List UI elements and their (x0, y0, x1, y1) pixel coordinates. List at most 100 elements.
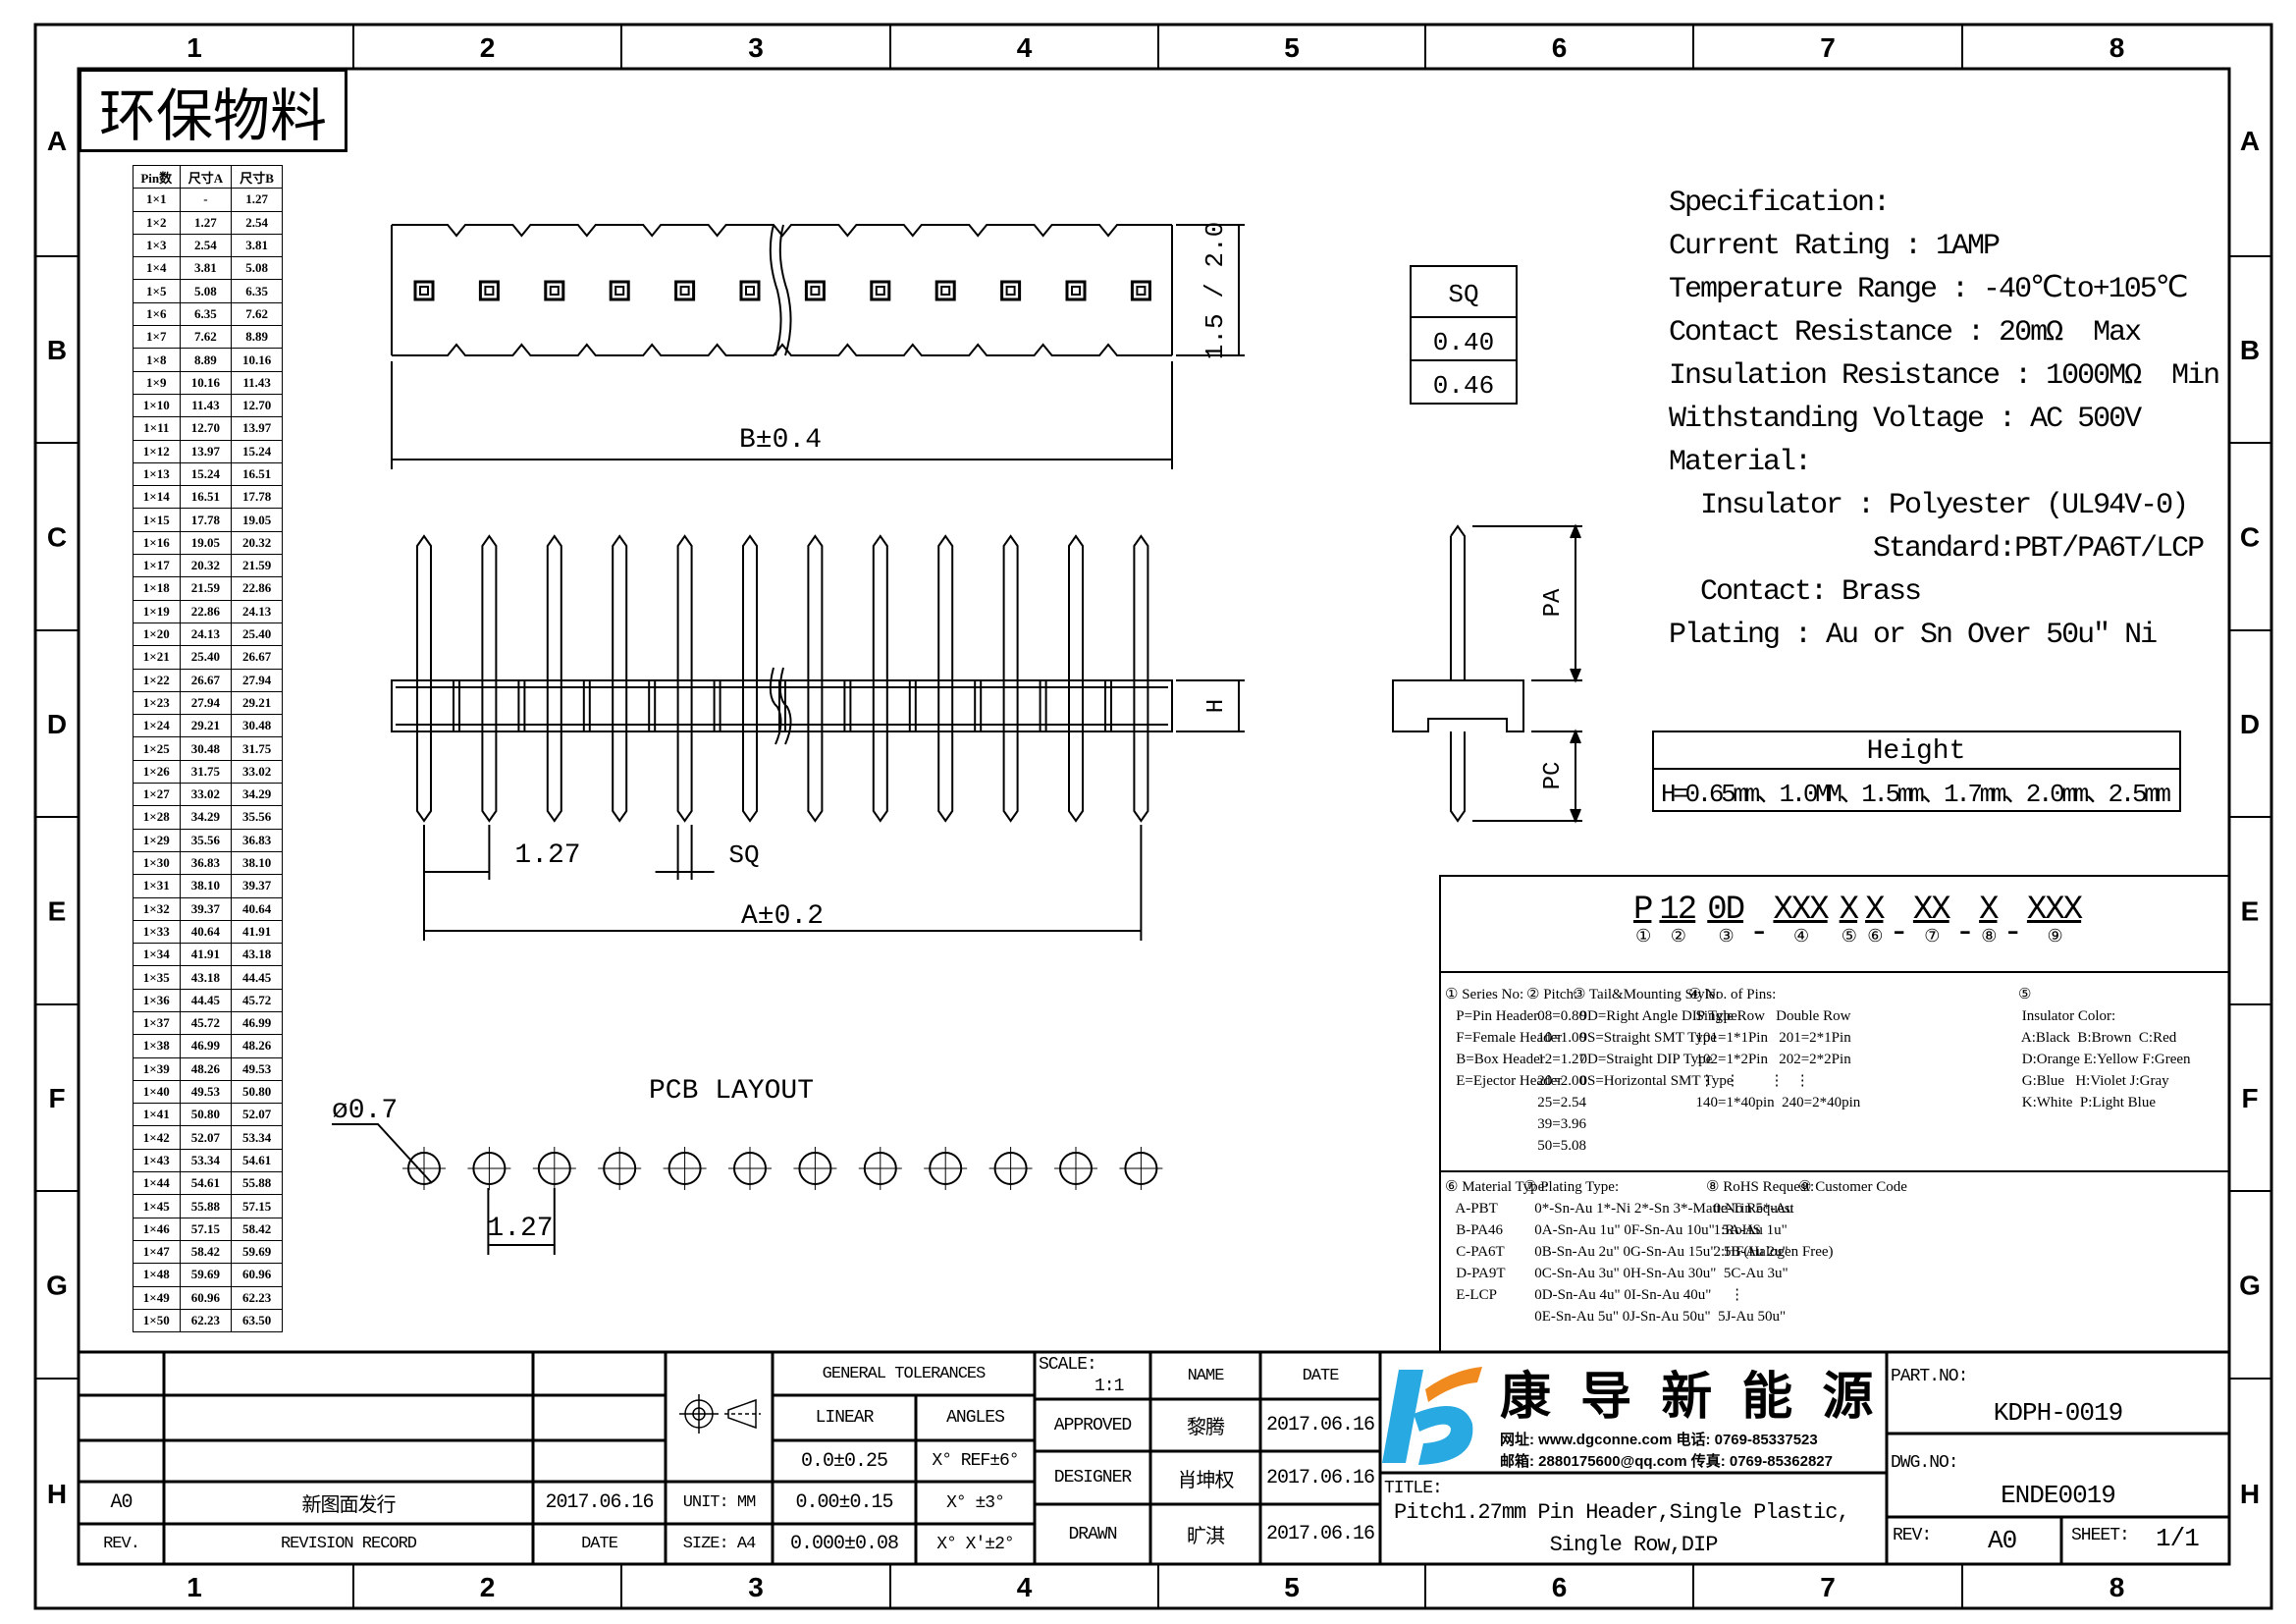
dim-b-cell: 5.08 (231, 256, 283, 281)
approved-label: APPROVED (1053, 1415, 1132, 1435)
pin-count-cell: 1×48 (133, 1263, 181, 1287)
dim-a-cell: 54.61 (179, 1171, 233, 1196)
side-view (1392, 523, 1582, 824)
revision-record-label: REVISION RECORD (280, 1535, 417, 1553)
dim-b-cell: 22.86 (231, 576, 283, 601)
pin-count-cell: 1×38 (133, 1034, 181, 1058)
dim-b-cell: 26.67 (231, 645, 283, 670)
date-label: DATE (1302, 1366, 1340, 1385)
projection-symbol-icon (679, 1394, 761, 1434)
pin-count-cell: 1×47 (133, 1239, 181, 1265)
top-view (391, 224, 1245, 469)
dim-a-cell: 13.97 (179, 439, 233, 463)
company-contact-line1: 网址: www.dgconne.com 电话: 0769-85337523 (1500, 1432, 1818, 1448)
pin (742, 534, 758, 823)
dim-a-cell: 12.70 (179, 416, 233, 441)
angle-tolerance: X° ±3° (946, 1492, 1005, 1513)
pin-count-cell: 1×18 (133, 576, 181, 601)
pin-count-cell: 1×4 (133, 256, 181, 281)
dim-h-label: H (1203, 699, 1230, 713)
pin-count-cell: 1×2 (133, 210, 181, 235)
rohs-legend: ⑧ RoHS Request: 0:No Request 1:RoHS 2:HF… (1706, 1179, 1834, 1260)
dim-b-cell: 52.07 (231, 1103, 283, 1127)
dim-b-cell: 44.45 (231, 965, 283, 990)
drawing-title-line2: Single Row,DIP (1549, 1532, 1719, 1557)
pin-count-cell: 1×45 (133, 1194, 181, 1218)
spec-line: Standard:PBT/PA6T/LCP (1669, 532, 2205, 566)
pin-count-cell: 1×15 (133, 508, 181, 532)
dim-b-cell: 48.26 (231, 1034, 283, 1058)
dim-a-cell: 35.56 (179, 828, 233, 852)
pin-square (413, 280, 435, 301)
grid-row-label: A (47, 126, 67, 156)
grid-row-label: E (48, 896, 67, 927)
pin-count-cell: 1×28 (133, 805, 181, 830)
pin-square (739, 280, 761, 301)
pin-count-cell: 1×30 (133, 850, 181, 876)
linear-tolerance: 0.0±0.25 (800, 1449, 888, 1473)
dim-a-cell: 8.89 (179, 348, 233, 372)
angle-tolerance: X° X'±2° (936, 1534, 1014, 1554)
dim-b-cell: 63.50 (231, 1308, 283, 1333)
company-logo-icon (1382, 1367, 1482, 1465)
dim-a-cell: 2.54 (179, 233, 233, 258)
grid-column-label: 8 (2109, 1572, 2125, 1602)
header-dim-b: 尺寸B (231, 164, 283, 189)
spec-line: Temperature Range : -40℃to+105℃ (1669, 273, 2188, 306)
tail-style-legend: ③ Tail&Mounting Style: 9D=Right Angle DI… (1573, 987, 1737, 1089)
pin (1068, 534, 1084, 823)
pin-count-cell: 1×50 (133, 1308, 181, 1333)
dim-a-cell: 41.91 (179, 943, 233, 967)
dim-b-cell: 7.62 (231, 301, 283, 327)
dim-a-cell: 26.67 (179, 668, 233, 692)
grid-row-label: G (46, 1271, 68, 1301)
dim-b-cell: 50.80 (231, 1079, 283, 1105)
spec-line: Insulator : Polyester (UL94V-0) (1669, 489, 2189, 522)
pin-count-cell: 1×40 (133, 1079, 181, 1105)
grid-column-label: 4 (1017, 32, 1033, 63)
grid-row-label: B (2240, 335, 2260, 365)
pin-count-cell: 1×6 (133, 301, 181, 327)
dim-b-cell: 11.43 (231, 370, 283, 395)
dim-b-cell: 13.97 (231, 416, 283, 441)
pin-square (544, 280, 565, 301)
title-label: TITLE: (1384, 1479, 1443, 1498)
grid-column-label: 6 (1552, 32, 1568, 63)
dim-b-cell: 33.02 (231, 759, 283, 785)
dim-a-cell: 57.15 (179, 1217, 233, 1241)
dim-a-cell: 39.37 (179, 896, 233, 921)
dim-a-cell: 33.02 (179, 783, 233, 807)
table-row: 1×1-1.27 (133, 188, 283, 212)
pin-count-cell: 1×34 (133, 943, 181, 967)
dim-a-cell: 46.99 (179, 1034, 233, 1058)
pin-count-cell: 1×24 (133, 714, 181, 738)
dim-a-cell: 21.59 (179, 576, 233, 601)
pin-count-cell: 1×32 (133, 896, 181, 921)
dim-a-cell: 11.43 (179, 393, 233, 418)
dim-b-cell: 1.27 (231, 188, 283, 212)
dim-b-cell: 19.05 (231, 508, 283, 532)
pin-square (934, 280, 956, 301)
dim-a-cell: 58.42 (179, 1239, 233, 1265)
dim-b-cell: 45.72 (231, 988, 283, 1012)
pin-square (870, 280, 891, 301)
spec-line: Contact Resistance : 20mΩ Max (1669, 316, 2142, 350)
designer-date: 2017.06.16 (1265, 1466, 1375, 1489)
